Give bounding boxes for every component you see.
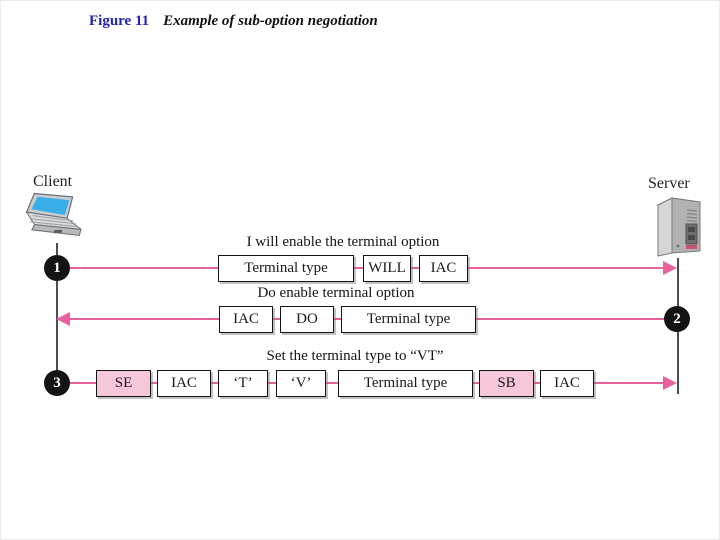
protocol-box: DO: [280, 306, 334, 333]
protocol-box: IAC: [419, 255, 468, 282]
step-badge: 3: [44, 370, 70, 396]
arrowhead-right-icon: [663, 261, 677, 275]
protocol-box: IAC: [540, 370, 594, 397]
arrowhead-right-icon: [663, 376, 677, 390]
client-lifeline: [56, 243, 58, 371]
protocol-box: SE: [96, 370, 151, 397]
protocol-box: SB: [479, 370, 534, 397]
server-label: Server: [648, 175, 690, 192]
client-label: Client: [33, 173, 73, 190]
figure-number: Figure 11: [89, 13, 150, 29]
server-tower-icon: [650, 192, 708, 263]
step-badge: 2: [664, 306, 690, 332]
protocol-box: WILL: [363, 255, 411, 282]
protocol-box: IAC: [157, 370, 211, 397]
protocol-box: ‘V’: [276, 370, 326, 397]
arrowhead-left-icon: [56, 312, 70, 326]
protocol-box: Terminal type: [341, 306, 476, 333]
protocol-box: IAC: [219, 306, 273, 333]
figure-caption: Example of sub-option negotiation: [163, 13, 378, 29]
message-caption: I will enable the terminal option: [246, 234, 440, 250]
step-badge: 1: [44, 255, 70, 281]
protocol-box: ‘T’: [218, 370, 268, 397]
message-caption: Do enable terminal option: [257, 285, 415, 301]
protocol-box: Terminal type: [218, 255, 354, 282]
figure-title: Figure 11 Example of sub-option negotiati…: [89, 13, 378, 30]
laptop-icon: [20, 189, 94, 250]
protocol-box: Terminal type: [338, 370, 473, 397]
message-caption: Set the terminal type to “VT”: [266, 348, 444, 364]
